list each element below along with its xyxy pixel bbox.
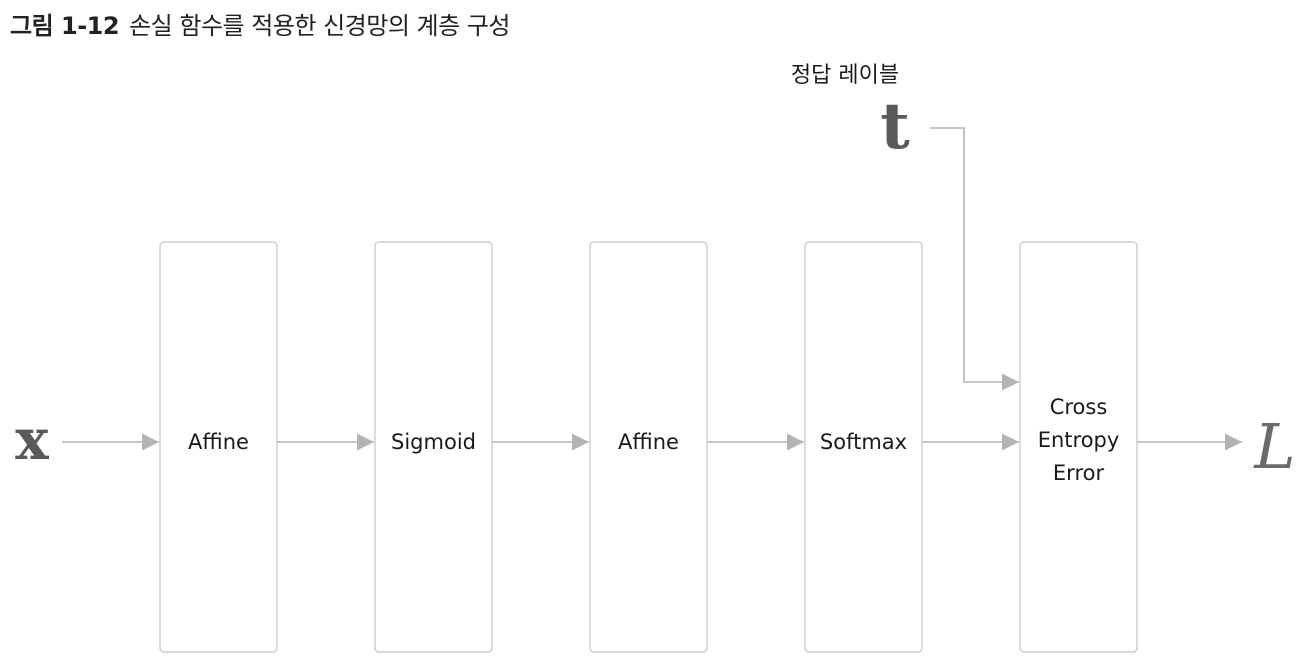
layer-softmax: Softmax [804, 241, 923, 653]
figure-caption: 손실 함수를 적용한 신경망의 계층 구성 [129, 12, 511, 40]
layer-label: Affine [188, 430, 249, 454]
layer-label: Error [1053, 461, 1105, 485]
layer-label: Softmax [820, 430, 907, 454]
layer-label: Sigmoid [391, 430, 476, 454]
figure-title: 그림 1-12 손실 함수를 적용한 신경망의 계층 구성 [10, 6, 511, 41]
input-t-symbol: t [880, 89, 910, 164]
layer-cross-entropy-error: Cross Entropy Error [1019, 241, 1138, 653]
input-x-symbol: x [15, 407, 49, 473]
layer-label: Entropy [1038, 428, 1120, 452]
layer-label: Affine [618, 430, 679, 454]
layer-affine-2: Affine [589, 241, 708, 653]
layer-affine-1: Affine [159, 241, 278, 653]
figure-number: 그림 1-12 [10, 12, 120, 40]
arrow-t-to-cross-entropy [930, 127, 1019, 391]
layer-sigmoid: Sigmoid [374, 241, 493, 653]
t-label: 정답 레이블 [791, 63, 899, 88]
output-L-symbol: L [1253, 410, 1295, 483]
layer-label: Cross [1050, 395, 1108, 419]
